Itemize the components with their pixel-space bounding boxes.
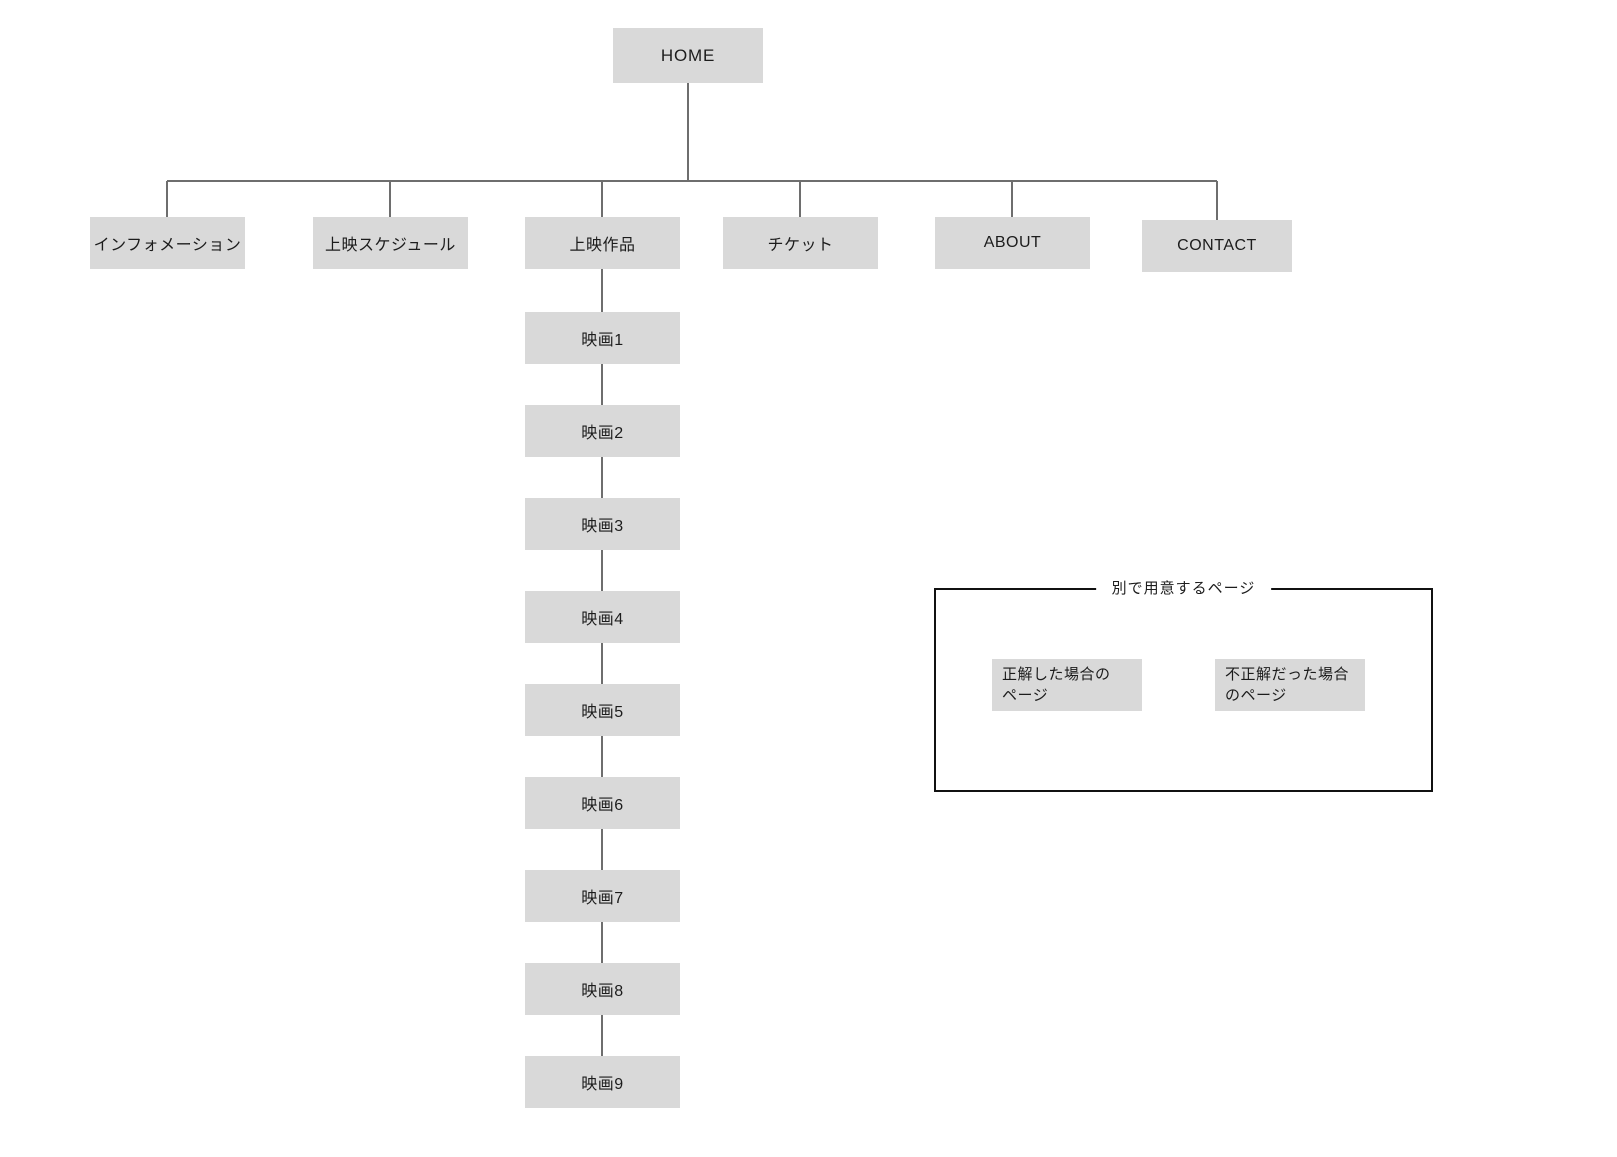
node-schedule: 上映スケジュール — [313, 217, 468, 269]
node-about: ABOUT — [935, 217, 1090, 269]
node-movie-3: 映画3 — [525, 498, 680, 550]
node-movie-2: 映画2 — [525, 405, 680, 457]
node-movie-1: 映画1 — [525, 312, 680, 364]
side-panel-title: 別で用意するページ — [1095, 578, 1272, 600]
side-panel: 別で用意するページ 正解した場合の ページ 不正解だった場合 のページ — [934, 578, 1433, 792]
incorrect-page-node: 不正解だった場合 のページ — [1215, 659, 1365, 711]
node-home: HOME — [613, 28, 763, 83]
node-ticket: チケット — [723, 217, 878, 269]
node-movie-8: 映画8 — [525, 963, 680, 1015]
correct-page-node: 正解した場合の ページ — [992, 659, 1142, 711]
node-movie-6: 映画6 — [525, 777, 680, 829]
node-movie-7: 映画7 — [525, 870, 680, 922]
node-screening-works: 上映作品 — [525, 217, 680, 269]
node-information: インフォメーション — [90, 217, 245, 269]
node-movie-9: 映画9 — [525, 1056, 680, 1108]
node-movie-5: 映画5 — [525, 684, 680, 736]
node-contact: CONTACT — [1142, 220, 1292, 272]
node-movie-4: 映画4 — [525, 591, 680, 643]
